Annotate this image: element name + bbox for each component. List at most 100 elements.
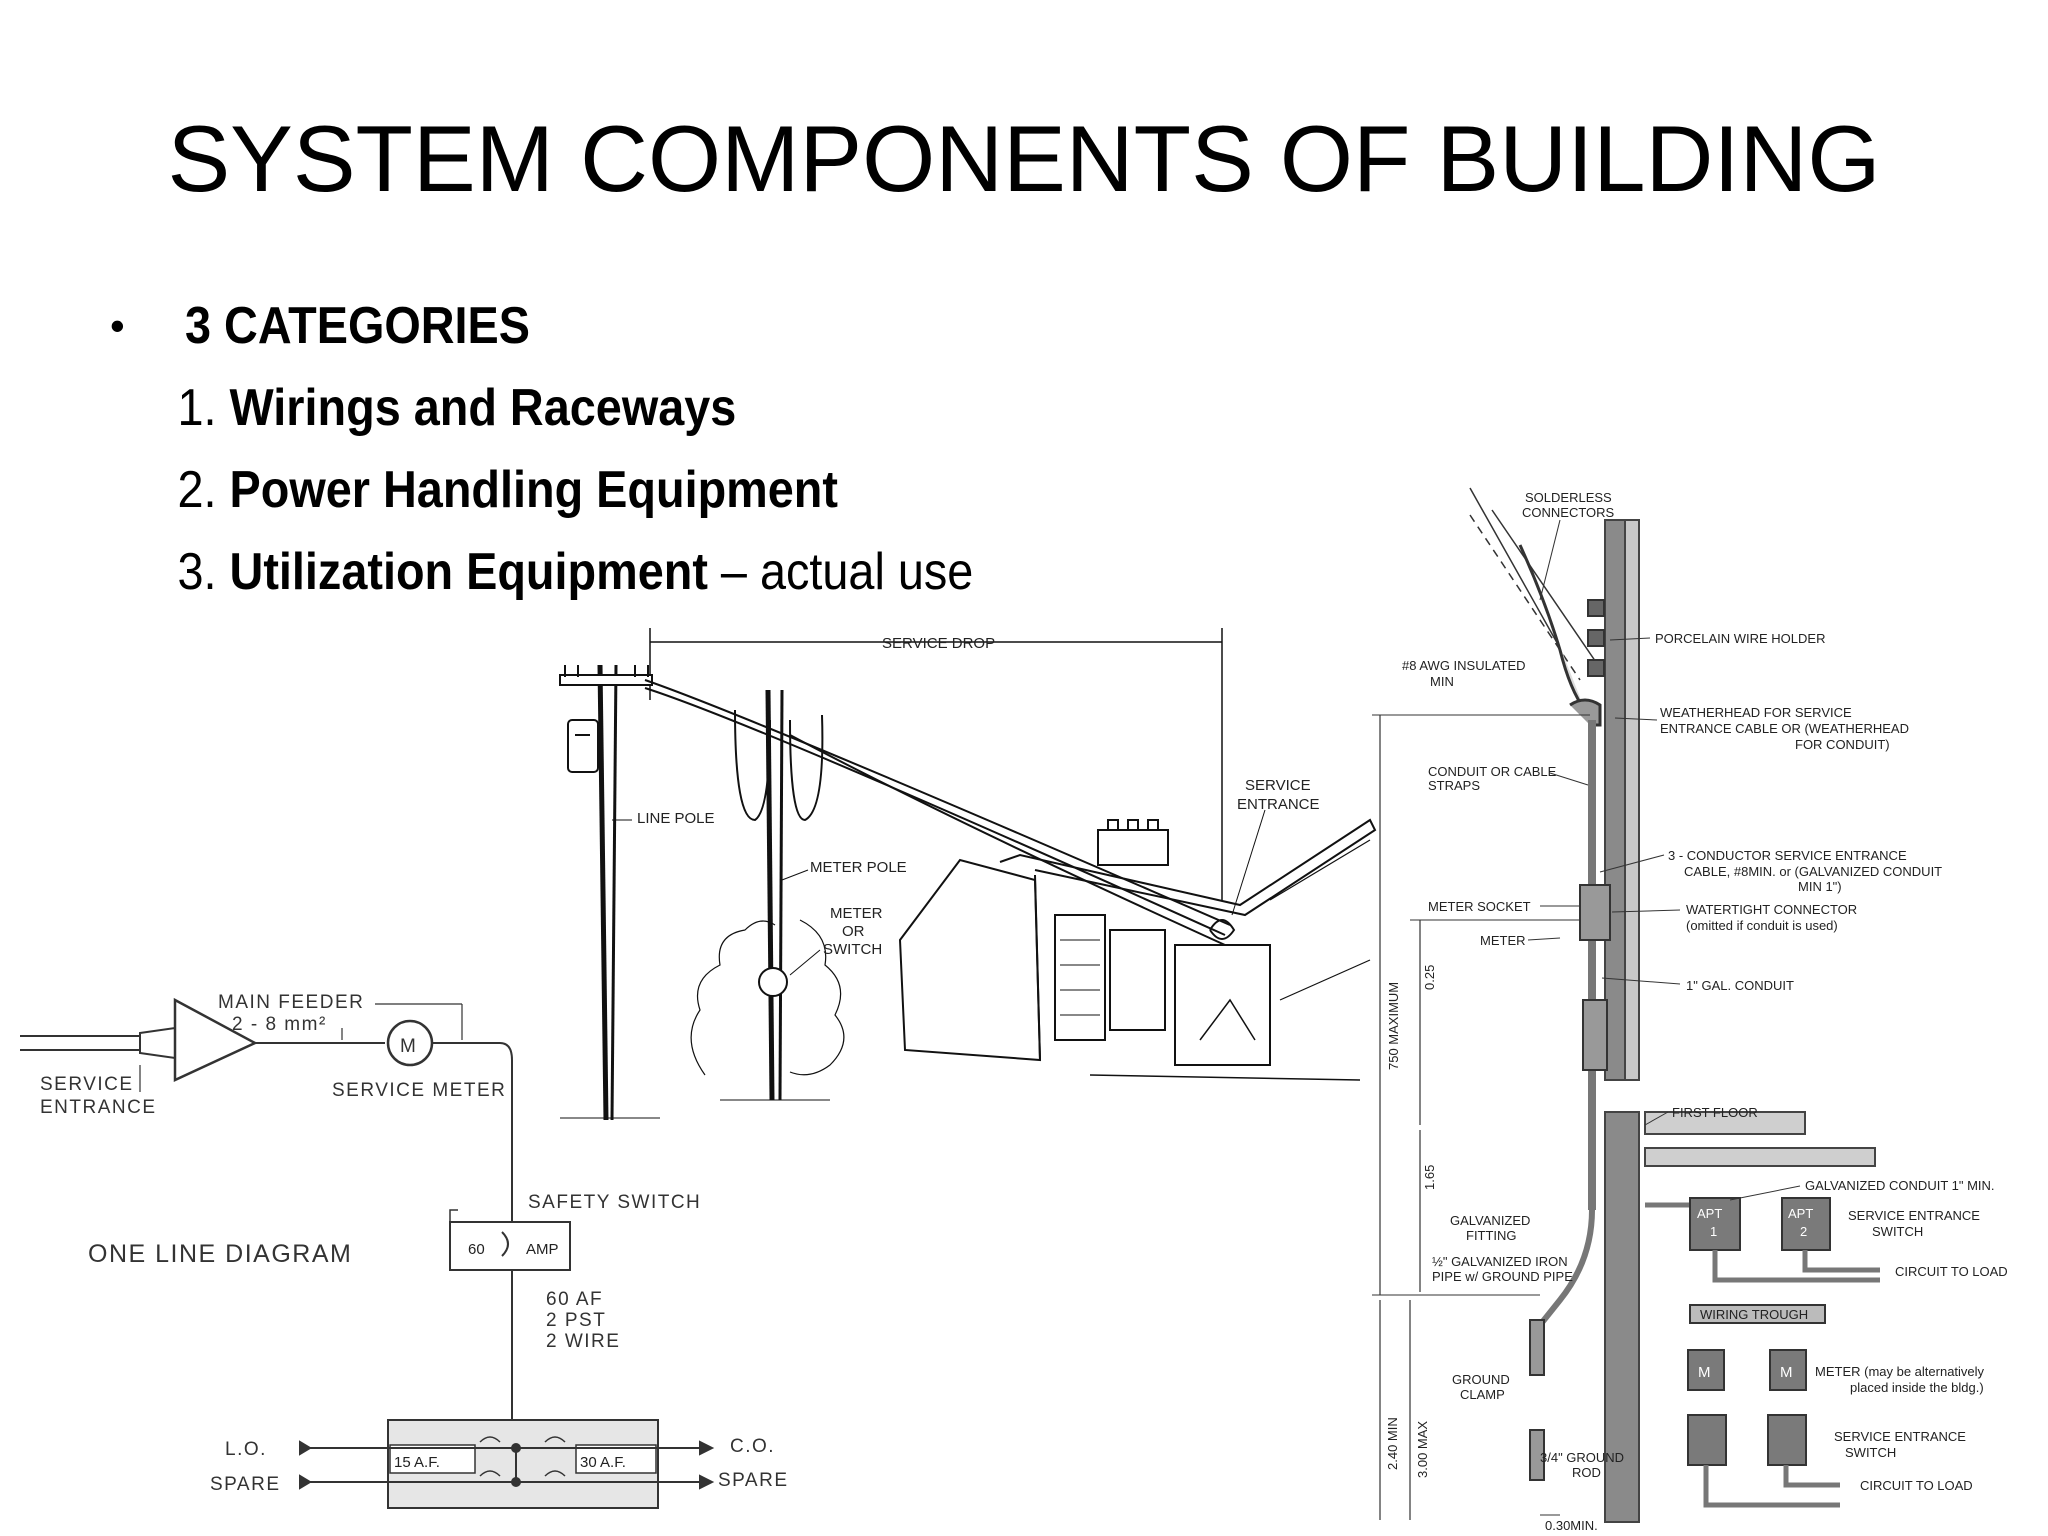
ground-rod-label-2: ROD: [1572, 1465, 1601, 1480]
line-pole-label: LINE POLE: [637, 810, 715, 827]
dim-030-label: 0.30MIN.: [1545, 1518, 1598, 1533]
dim-165-label: 1.65: [1422, 1165, 1437, 1190]
item-title: Utilization Equipment: [229, 543, 708, 601]
galv-fitting-label-2: FITTING: [1466, 1228, 1517, 1243]
item-number: 3.: [177, 543, 217, 601]
right-spare-label: SPARE: [718, 1470, 789, 1491]
item-rest: – actual use: [707, 543, 974, 601]
awg-label: #8 AWG INSULATED: [1402, 658, 1526, 673]
galv-conduit-label: GALVANIZED CONDUIT 1" MIN.: [1805, 1178, 1995, 1193]
main-feeder-label: MAIN FEEDER: [218, 992, 364, 1013]
meter-m-label: M: [400, 1036, 417, 1057]
service-drop-label: SERVICE DROP: [882, 635, 995, 652]
pole-sketch-labels: SERVICE DROP LINE POLE METER POLE METER …: [637, 635, 1320, 958]
category-list: • 3 CATEGORIES 1. Wirings and Raceways 2…: [110, 285, 1069, 613]
item-title: Power Handling Equipment: [229, 461, 838, 519]
detail-labels: SOLDERLESS CONNECTORS PORCELAIN WIRE HOL…: [1385, 490, 2008, 1533]
service-meter-label: SERVICE METER: [332, 1080, 506, 1101]
house-sketch: [898, 818, 1377, 1081]
or-label: OR: [842, 923, 865, 940]
list-item: 1. Wirings and Raceways: [110, 367, 973, 449]
pst-label: 2 PST: [546, 1310, 606, 1331]
entrance-label: ENTRANCE: [1237, 796, 1320, 813]
service-label: SERVICE: [1245, 777, 1311, 794]
watertight-label-2: (omitted if conduit is used): [1686, 918, 1838, 933]
apt2-label: APT: [1788, 1206, 1813, 1221]
three-cond-label-3: MIN 1"): [1798, 879, 1842, 894]
meter-label: METER: [1480, 933, 1526, 948]
pole-sketch: [559, 628, 1377, 1121]
af-label: 60 AF: [546, 1289, 603, 1310]
weatherhead-label-2: ENTRANCE CABLE OR (WEATHERHEAD: [1660, 721, 1909, 736]
ses-label-4: SWITCH: [1845, 1445, 1896, 1460]
galv-iron-label-1: ½" GALVANIZED IRON: [1432, 1254, 1568, 1269]
meter-label: METER: [830, 905, 883, 922]
switch-label: SWITCH: [823, 941, 882, 958]
ses-label-3: SERVICE ENTRANCE: [1834, 1429, 1966, 1444]
conduit-label-2: STRAPS: [1428, 778, 1480, 793]
bullet-dot-icon: •: [110, 302, 125, 349]
one-line-diagram-label: ONE LINE DIAGRAM: [88, 1240, 352, 1268]
meter-pole-label: METER POLE: [810, 859, 907, 876]
lo-label: L.O.: [225, 1439, 267, 1460]
feeder-size-label: 2 - 8 mm²: [232, 1014, 327, 1035]
bullet-item: • 3 CATEGORIES: [110, 285, 1069, 367]
entrance-label: ENTRANCE: [40, 1097, 157, 1118]
awg-min-label: MIN: [1430, 674, 1454, 689]
meter-m2-label: M: [1780, 1364, 1793, 1381]
dim-240-label: 2.40 MIN: [1385, 1417, 1400, 1470]
apt2-num-label: 2: [1800, 1224, 1807, 1239]
watertight-label-1: WATERTIGHT CONNECTOR: [1686, 902, 1857, 917]
apt1-label: APT: [1697, 1206, 1722, 1221]
list-item: 2. Power Handling Equipment: [110, 449, 973, 531]
item-title: Wirings and Raceways: [229, 379, 737, 437]
ground-clamp-label-1: GROUND: [1452, 1372, 1510, 1387]
connectors-label: CONNECTORS: [1522, 505, 1615, 520]
ses-label-2: SWITCH: [1872, 1224, 1923, 1239]
dim-750-label: 750 MAXIMUM: [1386, 982, 1401, 1070]
list-item: 3. Utilization Equipment – actual use: [110, 531, 974, 613]
bullet-text: 3 CATEGORIES: [185, 297, 530, 355]
meter-m1-label: M: [1698, 1364, 1711, 1381]
one-line-diagram: [20, 997, 715, 1509]
porcelain-label: PORCELAIN WIRE HOLDER: [1655, 631, 1825, 646]
service-entrance-detail: [1372, 487, 1880, 1523]
left-spare-label: SPARE: [210, 1474, 281, 1495]
dim-300-label: 3.00 MAX: [1415, 1421, 1430, 1478]
meter-pole: [720, 689, 830, 1101]
co-label: C.O.: [730, 1436, 775, 1457]
meter-socket-label: METER SOCKET: [1428, 899, 1531, 914]
wiring-trough-label: WIRING TROUGH: [1700, 1307, 1808, 1322]
meter-note-label-2: placed inside the bldg.): [1850, 1380, 1984, 1395]
dim-025-label: 0.25: [1422, 965, 1437, 990]
line-pole: [559, 664, 660, 1121]
weatherhead-label-3: FOR CONDUIT): [1795, 737, 1890, 752]
circuit-label-2: CIRCUIT TO LOAD: [1860, 1478, 1973, 1493]
breaker-right-label: 30 A.F.: [580, 1454, 626, 1471]
apt1-num-label: 1: [1710, 1224, 1717, 1239]
first-floor-label: FIRST FLOOR: [1672, 1105, 1758, 1120]
service-label: SERVICE: [40, 1074, 134, 1095]
solderless-label: SOLDERLESS: [1525, 490, 1612, 505]
one-line-labels: MAIN FEEDER 2 - 8 mm² M SERVICE METER SE…: [40, 992, 789, 1495]
item-number: 1.: [177, 379, 217, 437]
item-number: 2.: [177, 461, 217, 519]
weatherhead-label-1: WEATHERHEAD FOR SERVICE: [1660, 705, 1852, 720]
safety-switch-label: SAFETY SWITCH: [528, 1192, 701, 1213]
slide-title: SYSTEM COMPONENTS OF BUILDING: [167, 106, 1881, 211]
circuit-label-1: CIRCUIT TO LOAD: [1895, 1264, 2008, 1279]
ground-clamp-label-2: CLAMP: [1460, 1387, 1505, 1402]
gal-conduit-label: 1" GAL. CONDUIT: [1686, 978, 1794, 993]
galv-iron-label-2: PIPE w/ GROUND PIPE: [1432, 1269, 1573, 1284]
meter-note-label-1: METER (may be alternatively: [1815, 1364, 1985, 1379]
amp-label: AMP: [526, 1241, 559, 1258]
conduit-label-1: CONDUIT OR CABLE: [1428, 764, 1557, 779]
three-cond-label-1: 3 - CONDUCTOR SERVICE ENTRANCE: [1668, 848, 1907, 863]
three-cond-label-2: CABLE, #8MIN. or (GALVANIZED CONDUIT: [1684, 864, 1942, 879]
wire-label: 2 WIRE: [546, 1331, 620, 1352]
ground-rod-label-1: 3/4" GROUND: [1540, 1450, 1624, 1465]
ses-label-1: SERVICE ENTRANCE: [1848, 1208, 1980, 1223]
galv-fitting-label-1: GALVANIZED: [1450, 1213, 1530, 1228]
breaker-left-label: 15 A.F.: [394, 1454, 440, 1471]
